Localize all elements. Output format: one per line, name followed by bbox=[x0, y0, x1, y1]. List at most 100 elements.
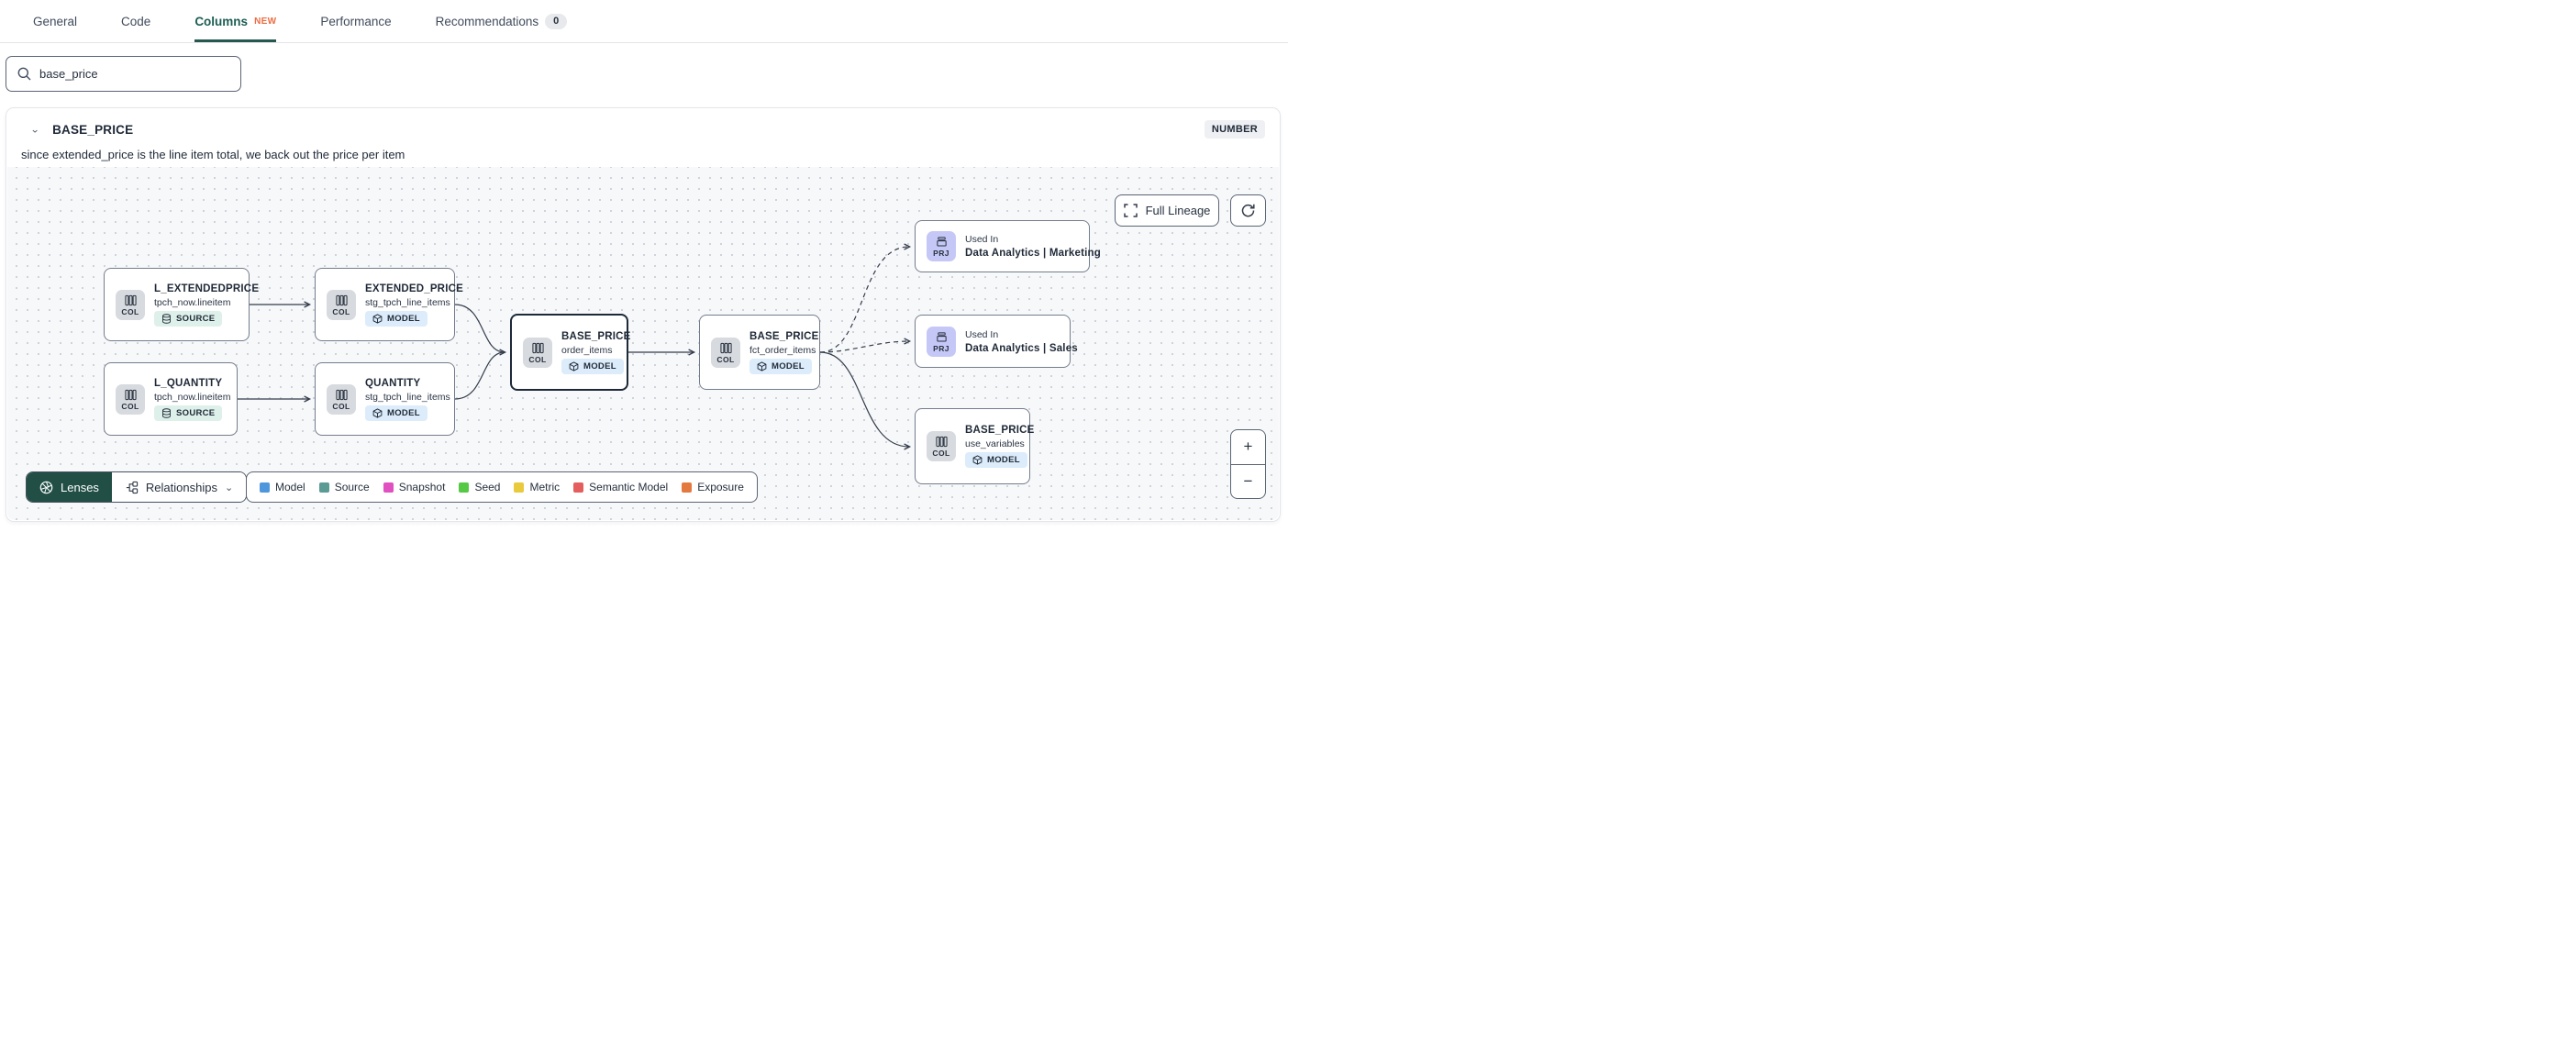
node-subtitle: tpch_now.lineitem bbox=[154, 391, 231, 403]
cube-icon bbox=[372, 407, 383, 418]
lineage-node-l-extendedprice[interactable]: COL L_EXTENDEDPRICE tpch_now.lineitem SO… bbox=[104, 268, 259, 341]
tab-performance[interactable]: Performance bbox=[320, 0, 391, 42]
badge-label: MODEL bbox=[387, 407, 420, 418]
chevron-down-icon: ⌄ bbox=[224, 482, 234, 493]
source-badge: SOURCE bbox=[154, 310, 223, 327]
column-chip: COL bbox=[927, 431, 956, 461]
recommendations-count-badge: 0 bbox=[545, 13, 568, 29]
badge-label: MODEL bbox=[387, 313, 420, 324]
tab-performance-label: Performance bbox=[320, 14, 392, 28]
node-title: L_QUANTITY bbox=[154, 377, 223, 389]
chip-label: COL bbox=[332, 306, 350, 316]
node-subtitle: use_variables bbox=[965, 438, 1025, 449]
tab-recommendations[interactable]: Recommendations 0 bbox=[436, 0, 568, 42]
column-chip: COL bbox=[116, 383, 145, 415]
legend-label: Seed bbox=[474, 481, 501, 493]
node-title: Data Analytics | Sales bbox=[965, 342, 1078, 354]
lineage-node-base-price-fct-order-items[interactable]: COL BASE_PRICE fct_order_items MODEL bbox=[699, 315, 820, 390]
columns-icon bbox=[935, 436, 948, 448]
cube-icon bbox=[757, 360, 767, 371]
column-type-badge: NUMBER bbox=[1204, 120, 1265, 139]
new-badge: NEW bbox=[254, 16, 277, 27]
lineage-node-extended-price[interactable]: COL EXTENDED_PRICE stg_tpch_line_items M… bbox=[315, 268, 463, 341]
columns-icon bbox=[124, 294, 137, 305]
lineage-canvas[interactable]: Full Lineage + − COL L_EXTENDED bbox=[7, 167, 1279, 520]
chip-label: PRJ bbox=[933, 343, 949, 353]
lineage-node-base-price-order-items[interactable]: COL BASE_PRICE order_items MODEL bbox=[510, 314, 631, 391]
relationships-dropdown[interactable]: Relationships ⌄ bbox=[111, 472, 247, 502]
tab-general-label: General bbox=[33, 14, 78, 28]
column-search[interactable] bbox=[6, 56, 241, 92]
node-subtitle: order_items bbox=[561, 344, 613, 356]
node-title: BASE_PRICE bbox=[749, 330, 819, 342]
search-input[interactable] bbox=[39, 67, 229, 81]
node-title: Data Analytics | Marketing bbox=[965, 248, 1101, 259]
chip-label: COL bbox=[528, 354, 547, 364]
chip-label: COL bbox=[332, 401, 350, 411]
full-lineage-label: Full Lineage bbox=[1145, 204, 1211, 217]
columns-icon bbox=[531, 342, 544, 353]
legend-item-metric: Metric bbox=[514, 481, 560, 493]
node-subtitle: tpch_now.lineitem bbox=[154, 296, 231, 308]
lineage-node-used-in-marketing[interactable]: PRJ Used In Data Analytics | Marketing bbox=[915, 220, 1101, 272]
legend-item-model: Model bbox=[260, 481, 305, 493]
zoom-out-button[interactable]: − bbox=[1243, 471, 1253, 490]
node-title: EXTENDED_PRICE bbox=[365, 283, 463, 294]
legend-item-exposure: Exposure bbox=[682, 481, 744, 493]
lineage-node-quantity[interactable]: COL QUANTITY stg_tpch_line_items MODEL bbox=[315, 362, 455, 436]
legend-label: Semantic Model bbox=[589, 481, 669, 493]
cube-icon bbox=[972, 455, 983, 465]
model-badge: MODEL bbox=[365, 405, 427, 421]
lenses-button[interactable]: Lenses bbox=[27, 472, 112, 502]
chevron-down-icon[interactable]: ⌄ bbox=[30, 123, 40, 136]
node-title: QUANTITY bbox=[365, 377, 421, 389]
chip-label: COL bbox=[716, 354, 735, 364]
lineage-node-used-in-sales[interactable]: PRJ Used In Data Analytics | Sales bbox=[915, 315, 1078, 368]
source-badge: SOURCE bbox=[154, 405, 223, 421]
column-chip: COL bbox=[327, 383, 356, 415]
refresh-button[interactable] bbox=[1230, 194, 1266, 227]
badge-label: MODEL bbox=[772, 360, 805, 371]
legend-label: Model bbox=[275, 481, 305, 493]
zoom-in-button[interactable]: + bbox=[1231, 430, 1265, 465]
expand-icon bbox=[1123, 204, 1138, 217]
chip-label: PRJ bbox=[933, 249, 949, 258]
legend-label: Exposure bbox=[697, 481, 744, 493]
legend-swatch bbox=[459, 482, 470, 493]
node-title: BASE_PRICE bbox=[561, 330, 631, 342]
lens-toolbar: Lenses Relationships ⌄ bbox=[26, 471, 248, 503]
column-chip: COL bbox=[116, 289, 145, 320]
badge-label: SOURCE bbox=[176, 407, 216, 418]
lineage-node-l-quantity[interactable]: COL L_QUANTITY tpch_now.lineitem SOURCE bbox=[104, 362, 238, 436]
relationships-label: Relationships bbox=[145, 480, 217, 494]
node-title: L_EXTENDEDPRICE bbox=[154, 283, 260, 294]
legend-item-snapshot: Snapshot bbox=[383, 481, 445, 493]
model-badge: MODEL bbox=[965, 452, 1027, 468]
relationships-icon bbox=[126, 481, 139, 493]
columns-icon bbox=[719, 342, 732, 353]
node-subtitle: stg_tpch_line_items bbox=[365, 296, 450, 308]
tab-general[interactable]: General bbox=[33, 0, 77, 42]
node-subtitle: fct_order_items bbox=[749, 344, 816, 356]
model-badge: MODEL bbox=[749, 358, 812, 374]
column-description: since extended_price is the line item to… bbox=[21, 148, 405, 161]
tab-bar: General Code Columns NEW Performance Rec… bbox=[0, 0, 1288, 43]
cube-icon bbox=[569, 360, 579, 371]
database-icon bbox=[162, 407, 171, 418]
tab-code[interactable]: Code bbox=[121, 0, 150, 42]
tab-columns-label: Columns bbox=[194, 14, 249, 28]
lineage-node-base-price-use-variables[interactable]: COL BASE_PRICE use_variables MODEL bbox=[915, 408, 1034, 484]
legend-label: Metric bbox=[529, 481, 561, 493]
columns-icon bbox=[124, 389, 137, 400]
tab-columns[interactable]: Columns NEW bbox=[194, 0, 277, 42]
legend-swatch bbox=[260, 482, 270, 493]
lenses-label: Lenses bbox=[61, 480, 99, 494]
columns-icon bbox=[335, 294, 348, 305]
legend-swatch bbox=[682, 482, 693, 493]
archive-icon bbox=[936, 237, 947, 247]
column-panel: ⌄ BASE_PRICE NUMBER since extended_price… bbox=[6, 107, 1281, 522]
legend-item-semantic-model: Semantic Model bbox=[573, 481, 668, 493]
full-lineage-button[interactable]: Full Lineage bbox=[1115, 194, 1219, 227]
legend-label: Source bbox=[334, 481, 370, 493]
refresh-icon bbox=[1241, 204, 1255, 217]
